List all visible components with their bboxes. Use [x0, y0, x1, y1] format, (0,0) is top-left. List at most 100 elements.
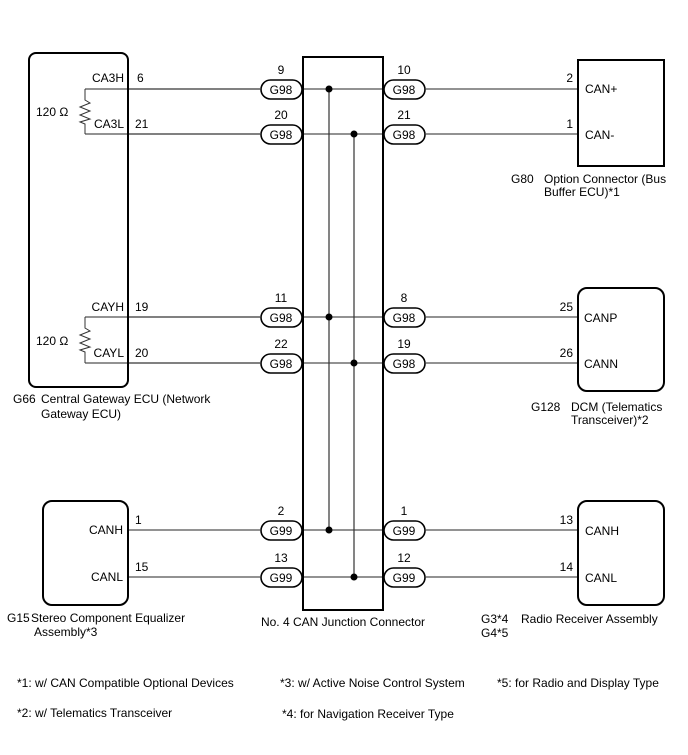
pin-signal: CANN — [584, 357, 618, 371]
connector-pin: 10 — [397, 63, 411, 77]
connector-pin: 21 — [397, 108, 411, 122]
connector-code: G98 — [270, 357, 293, 371]
pin-signal: CA3H — [92, 71, 124, 85]
pin-number: 2 — [566, 71, 573, 85]
connector-code: G98 — [270, 311, 293, 325]
pin-signal: CANL — [91, 570, 123, 584]
connector-oval — [383, 520, 426, 541]
component-code: G4*5 — [481, 626, 509, 640]
pin-number: 15 — [135, 560, 149, 574]
radio-receiver-assembly: 13 CANH 14 CANL G3*4 G4*5 Radio Receiver… — [481, 500, 665, 640]
junction-dot — [350, 130, 358, 138]
g15-box — [42, 500, 129, 606]
footnote: *1: w/ CAN Compatible Optional Devices — [17, 676, 234, 690]
connector-oval — [260, 567, 303, 588]
connector-oval — [383, 124, 426, 145]
component-code: G80 — [511, 172, 534, 186]
right-connectors: G98 10 G98 21 G98 8 G98 19 G99 1 G99 12 — [383, 63, 426, 588]
connector-pin: 9 — [278, 63, 285, 77]
g15-stereo-component-equalizer: CANH 1 CANL 15 G15 Stereo Component Equa… — [7, 500, 185, 639]
junction-dot — [350, 573, 358, 581]
component-code: G128 — [531, 400, 561, 414]
connector-pin: 20 — [274, 108, 288, 122]
wires — [85, 88, 577, 578]
connector-oval — [260, 307, 303, 328]
pin-signal: CAYH — [92, 300, 124, 314]
component-name: Buffer ECU)*1 — [544, 185, 620, 199]
component-name: Central Gateway ECU (Network — [41, 392, 211, 406]
resistor-icon — [78, 317, 92, 363]
component-name: Stereo Component Equalizer — [31, 611, 185, 625]
pin-number: 21 — [135, 117, 149, 131]
pin-number: 1 — [566, 117, 573, 131]
junction-dot — [325, 526, 333, 534]
connector-code: G99 — [270, 524, 293, 538]
connector-pin: 11 — [275, 291, 288, 305]
no4-can-junction-connector: No. 4 CAN Junction Connector — [261, 56, 425, 629]
connector-oval — [383, 353, 426, 374]
pin-signal: CAN+ — [585, 82, 617, 96]
pin-signal: CANP — [584, 311, 617, 325]
connector-pin: 1 — [401, 504, 408, 518]
connector-code: G98 — [270, 128, 293, 142]
pin-number: 19 — [135, 300, 149, 314]
pin-signal: CAN- — [585, 128, 614, 142]
g66-central-gateway-ecu: 120 Ω 120 Ω CA3H 6 CA3L 21 CAYH 19 CAYL … — [13, 52, 260, 421]
footnote: *3: w/ Active Noise Control System — [280, 676, 465, 690]
junction-dot — [325, 313, 333, 321]
connector-oval — [260, 353, 303, 374]
pin-number: 1 — [135, 513, 142, 527]
component-name: Gateway ECU) — [41, 407, 121, 421]
g128-box — [577, 287, 665, 392]
component-name: Assembly*3 — [34, 625, 98, 639]
pin-number: 14 — [560, 560, 574, 574]
connector-code: G98 — [393, 357, 416, 371]
connector-code: G99 — [393, 571, 416, 585]
pin-number: 25 — [560, 300, 574, 314]
component-name: DCM (Telematics — [571, 400, 662, 414]
pin-signal: CA3L — [94, 117, 124, 131]
component-name: Transceiver)*2 — [571, 413, 649, 427]
connector-pin: 8 — [401, 291, 408, 305]
footnote: *4: for Navigation Receiver Type — [282, 707, 454, 721]
connector-code: G98 — [393, 311, 416, 325]
component-name: Radio Receiver Assembly — [521, 612, 658, 626]
pin-signal: CANL — [585, 571, 617, 585]
junction-dot — [350, 359, 358, 367]
component-code: G3*4 — [481, 612, 509, 626]
resistor-label: 120 Ω — [36, 105, 68, 119]
connector-code: G98 — [393, 128, 416, 142]
connector-oval — [383, 79, 426, 100]
connector-code: G99 — [393, 524, 416, 538]
resistor-label: 120 Ω — [36, 334, 68, 348]
junction-dot — [325, 85, 333, 93]
radio-box — [577, 500, 665, 606]
pin-signal: CANH — [89, 523, 123, 537]
connector-oval — [383, 307, 426, 328]
connector-code: G98 — [270, 83, 293, 97]
connector-pin: 2 — [278, 504, 285, 518]
pin-signal: CANH — [585, 524, 619, 538]
component-code: G66 — [13, 392, 36, 406]
component-code: G15 — [7, 611, 30, 625]
connector-pin: 19 — [397, 337, 411, 351]
connector-oval — [383, 567, 426, 588]
junction-name: No. 4 CAN Junction Connector — [261, 615, 425, 629]
g80-box — [577, 59, 665, 167]
pin-number: 13 — [560, 513, 574, 527]
pin-number: 20 — [135, 346, 149, 360]
connector-pin: 13 — [274, 551, 288, 565]
connector-pin: 12 — [397, 551, 411, 565]
component-name: Option Connector (Bus — [544, 172, 666, 186]
resistor-icon — [78, 89, 92, 134]
connector-pin: 22 — [274, 337, 288, 351]
pin-number: 6 — [137, 71, 144, 85]
footnotes: *1: w/ CAN Compatible Optional Devices *… — [17, 676, 659, 721]
g80-option-connector: 2 CAN+ 1 CAN- G80 Option Connector (Bus … — [511, 59, 666, 199]
connector-oval — [260, 520, 303, 541]
connector-code: G98 — [393, 83, 416, 97]
pin-number: 26 — [560, 346, 574, 360]
connector-oval — [260, 79, 303, 100]
g128-dcm: 25 CANP 26 CANN G128 DCM (Telematics Tra… — [531, 287, 665, 427]
